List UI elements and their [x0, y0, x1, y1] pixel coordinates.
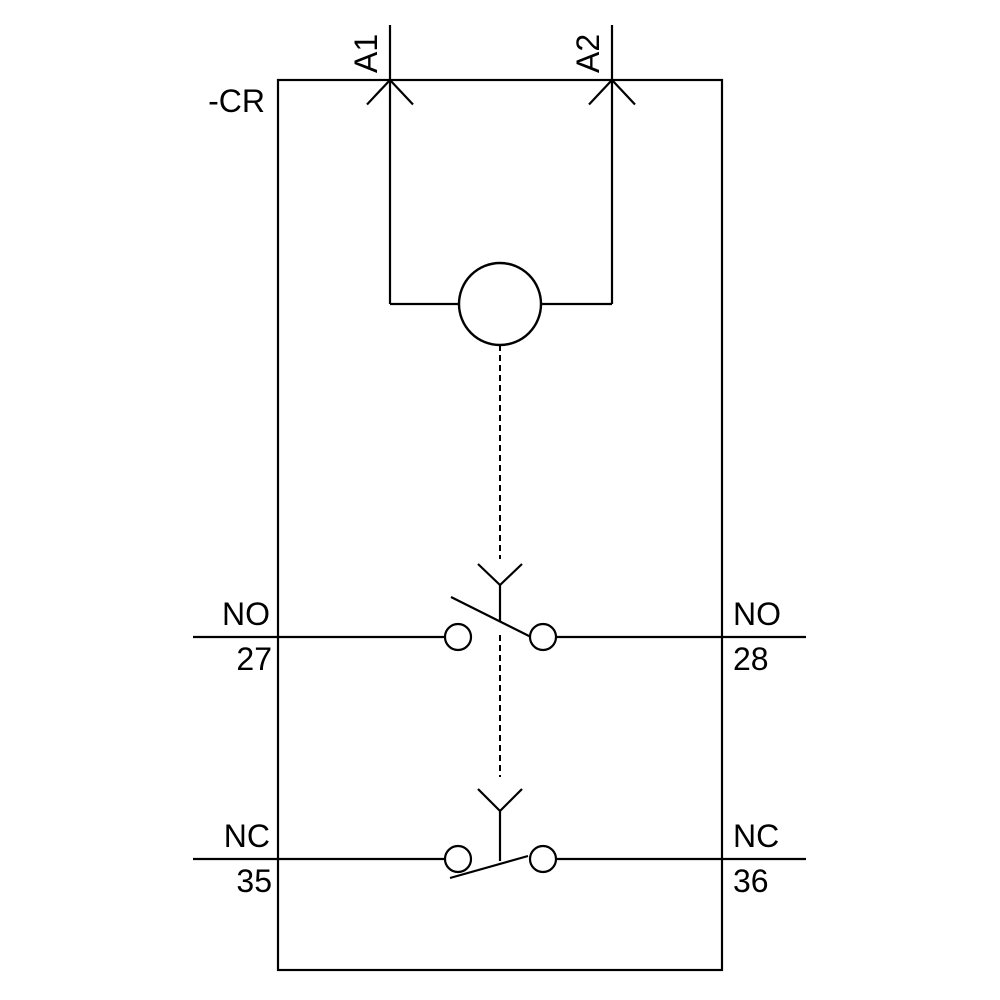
no-right-terminal-label: 28 [733, 641, 769, 677]
terminal-a1-cross-right-stroke [389, 79, 414, 106]
relay-coil-circle [457, 261, 543, 347]
terminal-a2-cross-right-stroke [611, 79, 636, 106]
no-contact-blade [450, 596, 532, 638]
terminal-a2-label: A2 [570, 34, 606, 73]
terminal-a2-cross-left-stroke [588, 79, 613, 106]
nc-left-terminal-label: 35 [236, 863, 272, 899]
terminal-a1-cross-mark [366, 79, 414, 106]
nc-right-type-label: NC [733, 818, 779, 854]
nc-left-contact-pin [443, 844, 473, 874]
device-tag-label: -CR [208, 83, 265, 119]
nc-actuator-fork [477, 788, 523, 813]
no-contact: NO 27 NO 28 [193, 563, 806, 677]
no-left-contact-pin [443, 622, 473, 652]
coil-circuit: A1 A2 [348, 25, 636, 347]
terminal-a1-cross-left-stroke [366, 79, 391, 106]
terminal-a2-cross-mark [588, 79, 636, 106]
nc-contact: NC 35 NC 36 [193, 788, 806, 899]
no-right-contact-pin [528, 622, 558, 652]
device-enclosure-outline [276, 78, 724, 972]
no-actuator-fork [477, 563, 523, 587]
no-left-terminal-label: 27 [236, 641, 272, 677]
terminal-a1-label: A1 [348, 34, 384, 73]
no-right-type-label: NO [733, 596, 781, 632]
nc-left-type-label: NC [224, 818, 270, 854]
nc-right-contact-pin [528, 844, 558, 874]
no-left-type-label: NO [222, 596, 270, 632]
nc-contact-blade [449, 854, 529, 880]
nc-right-terminal-label: 36 [733, 863, 769, 899]
